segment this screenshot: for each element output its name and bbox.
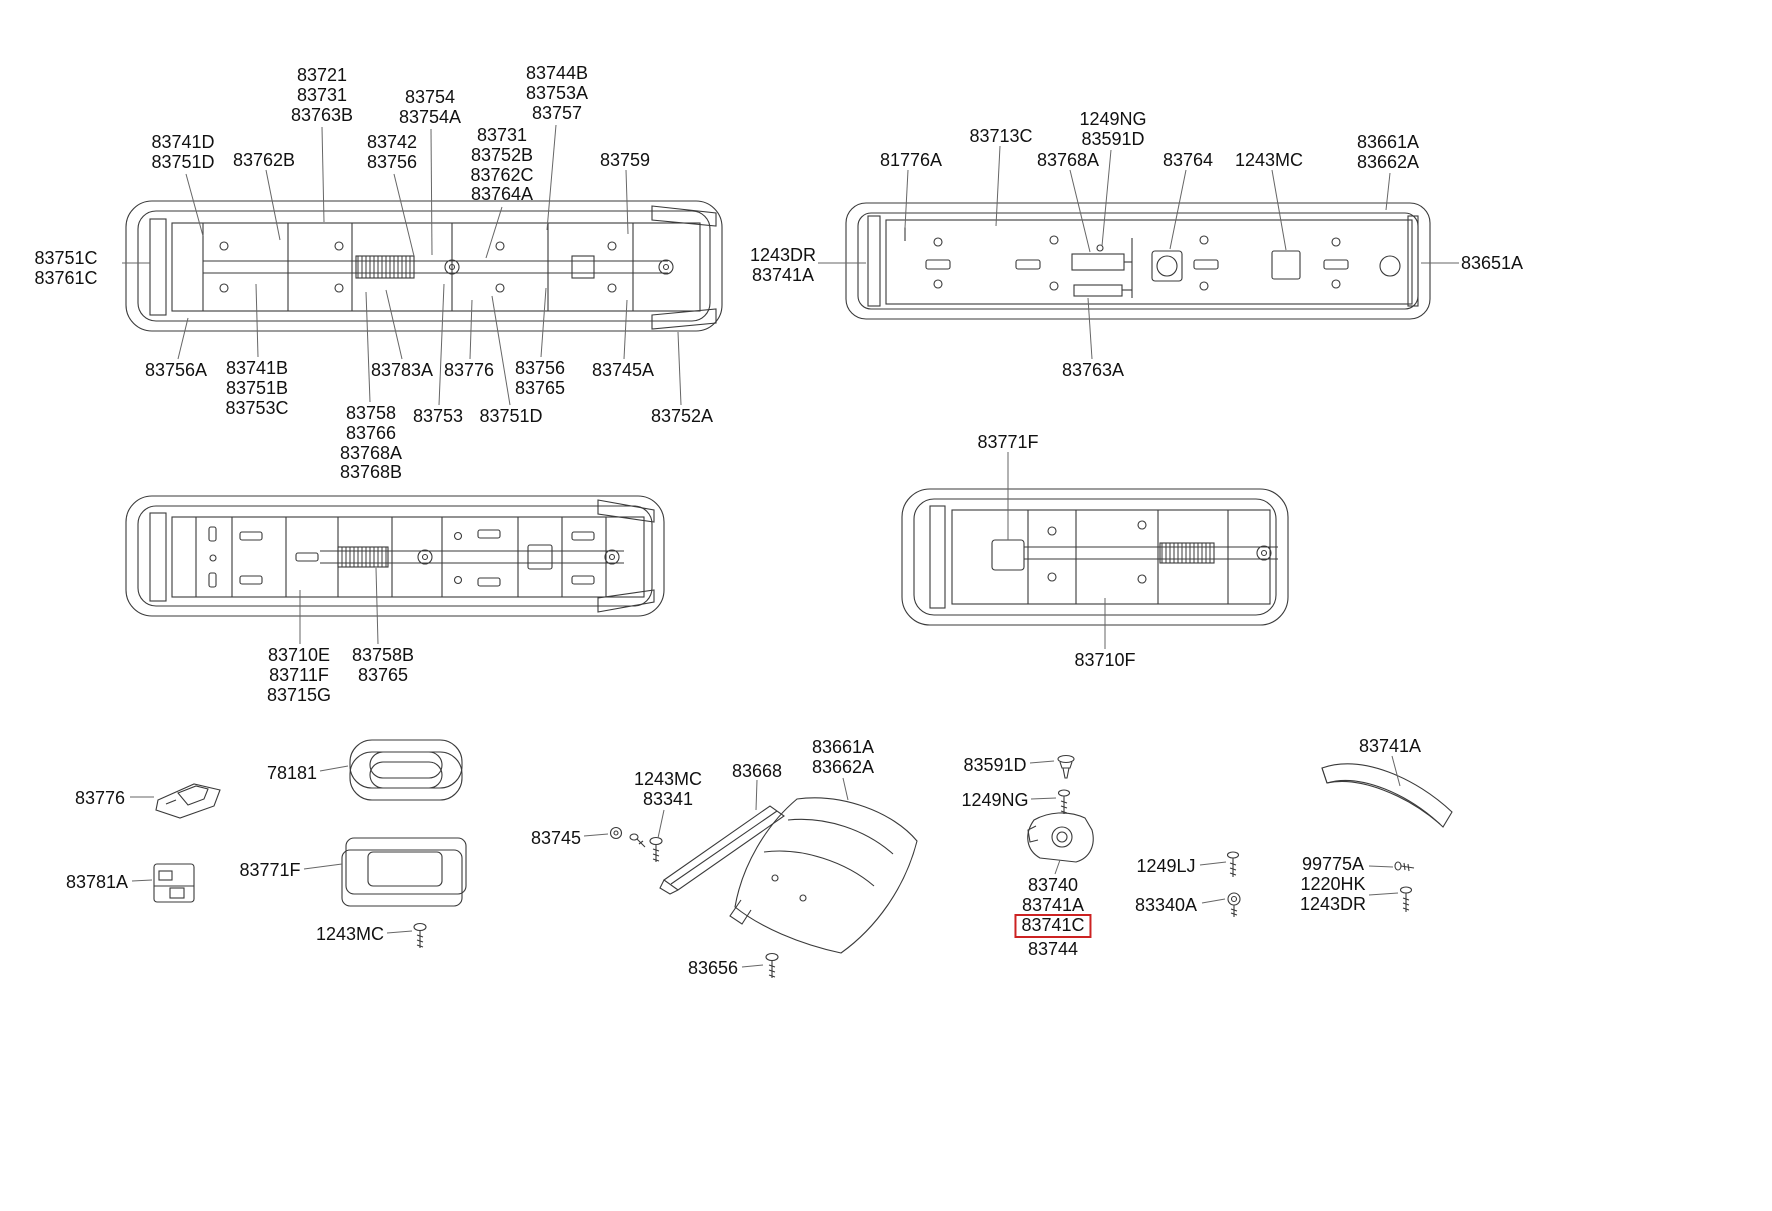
part-label-tl-83731-group[interactable]: 83731 83752B 83762C 83764A [470, 125, 534, 205]
part-label-b-83776[interactable]: 83776 [74, 788, 126, 808]
part-label-tl-83762B[interactable]: 83762B [232, 150, 296, 170]
part-83776-clip [155, 783, 221, 819]
assembly-rail-middle-left [125, 495, 665, 617]
part-1243MC-screw [413, 922, 427, 948]
part-83745-fastener [609, 826, 646, 848]
part-label-tr-1243DR-group[interactable]: 1243DR 83741A [749, 245, 817, 285]
part-label-tr-83651A[interactable]: 83651A [1460, 253, 1524, 273]
part-label-mr-83771F[interactable]: 83771F [977, 432, 1039, 452]
part-label-b-99775A-group[interactable]: 99775A 1220HK 1243DR [1299, 854, 1367, 914]
part-label-b-83656[interactable]: 83656 [687, 958, 739, 978]
part-label-mr-83710F[interactable]: 83710F [1074, 650, 1136, 670]
part-label-b-83740[interactable]: 83740 [1027, 875, 1079, 895]
part-label-b-1243MC[interactable]: 1243MC [315, 924, 385, 944]
part-label-tr-83713C[interactable]: 83713C [969, 126, 1033, 146]
part-label-tr-83768A[interactable]: 83768A [1036, 150, 1100, 170]
part-label-tl-83745A[interactable]: 83745A [591, 360, 655, 380]
part-label-b-83668[interactable]: 83668 [731, 761, 783, 781]
part-label-tr-83764[interactable]: 83764 [1162, 150, 1214, 170]
part-label-b-83340A[interactable]: 83340A [1134, 895, 1198, 915]
part-label-tr-83661A-group[interactable]: 83661A 83662A [1356, 132, 1420, 172]
part-label-tl-83753[interactable]: 83753 [412, 406, 464, 426]
part-label-tl-83741D-group[interactable]: 83741D 83751D [151, 132, 215, 172]
assembly-rail-top-left [125, 200, 723, 332]
part-label-tr-81776A[interactable]: 81776A [879, 150, 943, 170]
part-83740-bracket [1027, 812, 1094, 863]
part-label-tl-83754-group[interactable]: 83754 83754A [398, 87, 462, 127]
part-label-tl-83741B-group[interactable]: 83741B 83751B 83753C [225, 358, 289, 418]
part-83591D-grommet [1057, 754, 1075, 779]
part-label-tl-83776[interactable]: 83776 [443, 360, 495, 380]
part-label-b-83771F[interactable]: 83771F [239, 860, 301, 880]
part-label-b-83741A[interactable]: 83741A [1021, 895, 1085, 915]
part-label-tl-83742-group[interactable]: 83742 83756 [366, 132, 418, 172]
part-label-tl-83721-group[interactable]: 83721 83731 83763B [290, 65, 354, 125]
leader-lines [122, 124, 1459, 968]
part-label-b-1249NG[interactable]: 1249NG [961, 790, 1029, 810]
part-78181-seal [349, 739, 463, 801]
part-label-b-83661A-group[interactable]: 83661A 83662A [811, 737, 875, 777]
part-label-b-83741C[interactable]: 83741C [1014, 914, 1092, 938]
part-label-b-83741A-strip[interactable]: 83741A [1358, 736, 1422, 756]
assembly-rail-top-right [845, 202, 1431, 320]
part-label-b-78181[interactable]: 78181 [266, 763, 318, 783]
part-label-tr-1249NG-group[interactable]: 1249NG 83591D [1079, 109, 1147, 149]
part-label-ml-83710E-group[interactable]: 83710E 83711F 83715G [266, 645, 332, 705]
part-83781A-module [153, 863, 195, 903]
part-label-tl-83751D[interactable]: 83751D [479, 406, 543, 426]
part-label-tl-83744B-group[interactable]: 83744B 83753A 83757 [525, 63, 589, 123]
part-1249LJ-screw [1226, 851, 1240, 877]
part-83771F-frame [341, 837, 467, 907]
part-label-b-83744[interactable]: 83744 [1027, 939, 1079, 959]
assembly-rail-middle-right [901, 488, 1289, 626]
part-label-tr-1243MC[interactable]: 1243MC [1234, 150, 1304, 170]
part-label-b-83781A[interactable]: 83781A [65, 872, 129, 892]
small-parts [153, 739, 1453, 978]
part-83668-strip [659, 805, 785, 895]
part-label-b-1249LJ[interactable]: 1249LJ [1136, 856, 1196, 876]
part-83341-screw [649, 836, 663, 862]
part-label-ml-83758B-group[interactable]: 83758B 83765 [351, 645, 415, 685]
part-label-tl-83758-group[interactable]: 83758 83766 83768A 83768B [339, 403, 403, 483]
part-83340A-screw [1227, 892, 1241, 917]
part-label-tl-83756A[interactable]: 83756A [144, 360, 208, 380]
part-83656-screw [765, 952, 779, 978]
part-label-b-83745[interactable]: 83745 [530, 828, 582, 848]
part-label-tl-83751C-group[interactable]: 83751C 83761C [34, 248, 98, 288]
part-label-tl-83759[interactable]: 83759 [599, 150, 651, 170]
part-label-tr-83763A[interactable]: 83763A [1061, 360, 1125, 380]
part-83661A-panel [729, 797, 918, 954]
part-83741A-strip [1321, 763, 1453, 828]
part-label-b-83591D[interactable]: 83591D [963, 755, 1027, 775]
part-99775A-screw [1394, 861, 1415, 872]
part-label-b-1243MC-83341[interactable]: 1243MC 83341 [633, 769, 703, 809]
part-1220HK-screw [1399, 886, 1413, 912]
part-label-tl-83752A[interactable]: 83752A [650, 406, 714, 426]
part-label-tl-83783A[interactable]: 83783A [370, 360, 434, 380]
part-label-tl-83756-group[interactable]: 83756 83765 [514, 358, 566, 398]
